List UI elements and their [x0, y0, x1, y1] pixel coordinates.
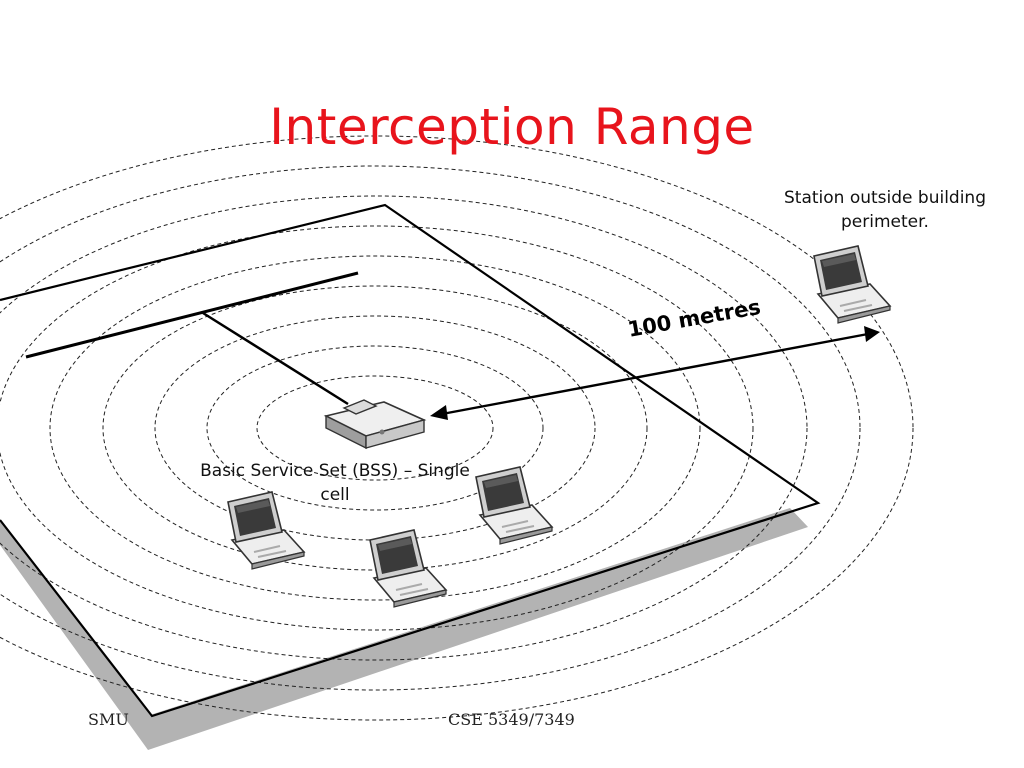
laptop-icon — [369, 529, 447, 608]
floor-shadow — [0, 508, 808, 750]
footer-left: SMU — [88, 710, 129, 729]
footer-center: CSE 5349/7349 — [448, 710, 575, 729]
slide-title: Interception Range — [269, 98, 755, 156]
access-point-icon — [323, 399, 427, 450]
bss-label: Basic Service Set (BSS) – Single cell — [200, 461, 470, 505]
wired-backbone — [25, 271, 359, 406]
station-label: Station outside building perimeter. — [783, 188, 986, 232]
laptop-icon — [813, 245, 891, 324]
distance-arrow — [430, 326, 880, 420]
building-outline — [0, 203, 821, 718]
laptop-icon — [475, 466, 553, 545]
